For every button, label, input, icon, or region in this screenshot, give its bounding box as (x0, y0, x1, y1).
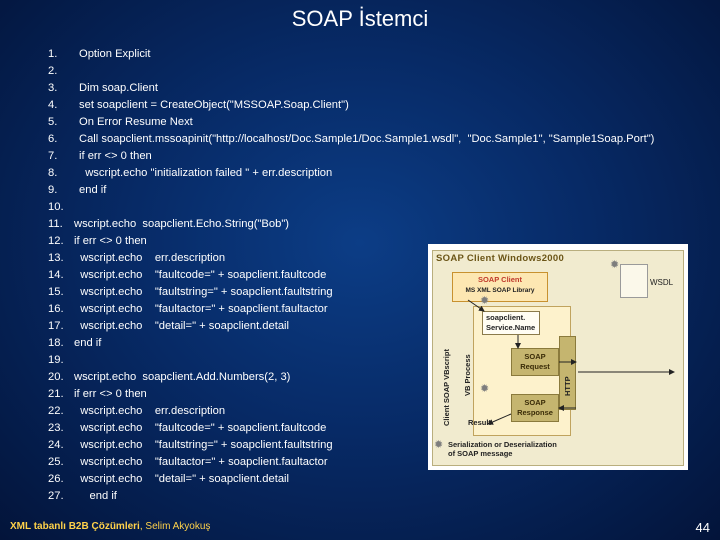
line-text: wscript.echo "detail=" + soapclient.deta… (74, 473, 290, 485)
footnote-line2: of SOAP message (448, 449, 513, 458)
line-text: On Error Resume Next (79, 116, 193, 128)
line-number: 1. (48, 48, 58, 60)
line-number: 16. (48, 303, 64, 315)
line-text: wscript.echo "faultactor=" + soapclient.… (74, 303, 328, 315)
line-number: 24. (48, 439, 64, 451)
line-text: wscript.echo err.description (74, 405, 226, 417)
line-text: wscript.echo "faultcode=" + soapclient.f… (74, 269, 327, 281)
line-number: 14. (48, 269, 64, 281)
line-text: Dim soap.Client (79, 82, 158, 94)
soap-request-box: SOAP Request (511, 348, 559, 376)
soap-response-line1: SOAP (524, 398, 546, 407)
line-text: wscript.echo soapclient.Add.Numbers(2, 3… (74, 371, 291, 383)
diagram-footnote: Serialization or Deserialization of SOAP… (448, 440, 557, 458)
line-text: set soapclient = CreateObject("MSSOAP.So… (79, 99, 349, 111)
line-number: 20. (48, 371, 64, 383)
wsdl-document-icon (620, 264, 648, 298)
line-number: 13. (48, 252, 64, 264)
line-number: 3. (48, 82, 58, 94)
http-column (559, 336, 576, 410)
line-text: if err <> 0 then (74, 388, 147, 400)
line-number: 23. (48, 422, 64, 434)
line-text: end if (74, 337, 102, 349)
line-text: if err <> 0 then (74, 235, 147, 247)
footnote-line1: Serialization or Deserialization (448, 440, 557, 449)
diagram-header: SOAP Client Windows2000 (436, 253, 565, 264)
soap-request-line1: SOAP (524, 352, 546, 361)
line-text: wscript.echo soapclient.Echo.String("Bob… (74, 218, 290, 230)
line-text: wscript.echo "faultcode=" + soapclient.f… (74, 422, 327, 434)
line-number: 6. (48, 133, 58, 145)
slide-title: SOAP İstemci (291, 6, 429, 31)
line-number: 25. (48, 456, 64, 468)
line-text: end if (79, 184, 107, 196)
soap-client-diagram: SOAP Client Windows2000 SOAP Client MS X… (428, 244, 688, 470)
line-text: wscript.echo "faultstring=" + soapclient… (74, 439, 333, 451)
soap-request-line2: Request (520, 362, 550, 371)
line-number: 8. (48, 167, 58, 179)
line-text: wscript.echo "faultactor=" + soapclient.… (74, 456, 328, 468)
line-number: 9. (48, 184, 58, 196)
line-number: 11. (48, 218, 63, 230)
footer-author: , Selim Akyokuş (139, 521, 211, 532)
soap-library-title: SOAP Client (477, 275, 523, 284)
line-number: 17. (48, 320, 64, 332)
line-number: 10. (48, 201, 64, 213)
line-number: 4. (48, 99, 58, 111)
line-number: 21. (48, 388, 64, 400)
line-text: Call soapclient.mssoapinit("http://local… (79, 133, 655, 145)
line-number: 19. (48, 354, 64, 366)
soap-response-box: SOAP Response (511, 394, 559, 422)
line-text: wscript.echo "detail=" + soapclient.deta… (74, 320, 290, 332)
gear-icon: ✹ (480, 383, 490, 395)
line-number: 2. (48, 65, 58, 77)
line-number: 27. (48, 490, 64, 502)
line-number: 7. (48, 150, 58, 162)
soap-response-line2: Response (517, 408, 553, 417)
line-text: wscript.echo err.description (74, 252, 226, 264)
service-name-box: soapclient. Service.Name (482, 311, 540, 335)
soap-library-box: SOAP Client MS XML SOAP Library (452, 272, 548, 302)
arrow-lib (467, 299, 485, 312)
line-number: 22. (48, 405, 64, 417)
line-text: end if (74, 490, 117, 502)
gear-icon: ✹ (610, 259, 620, 271)
line-text: if err <> 0 then (79, 150, 152, 162)
diagram-arrows (467, 299, 675, 425)
arrow-result (487, 413, 512, 425)
line-number: 15. (48, 286, 64, 298)
footer: XML tabanlı B2B Çözümleri, Selim Akyokuş (10, 521, 210, 532)
line-number: 26. (48, 473, 64, 485)
result-label: Result (468, 418, 491, 427)
footer-course: XML tabanlı B2B Çözümleri (10, 521, 140, 532)
page-number: 44 (695, 520, 710, 535)
soap-library-subtitle: MS XML SOAP Library (465, 287, 535, 294)
gear-icon: ✹ (480, 295, 490, 307)
service-name-line1: soapclient. (486, 313, 526, 322)
gear-icon: ✹ (434, 439, 444, 451)
line-text: wscript.echo "faultstring=" + soapclient… (74, 286, 333, 298)
line-number: 5. (48, 116, 58, 128)
wsdl-label: WSDL (650, 278, 674, 287)
line-number: 18. (48, 337, 64, 349)
line-text: wscript.echo "initialization failed " + … (79, 167, 333, 179)
line-number: 12. (48, 235, 64, 247)
line-text: Option Explicit (79, 48, 151, 60)
service-name-line2: Service.Name (486, 323, 536, 332)
